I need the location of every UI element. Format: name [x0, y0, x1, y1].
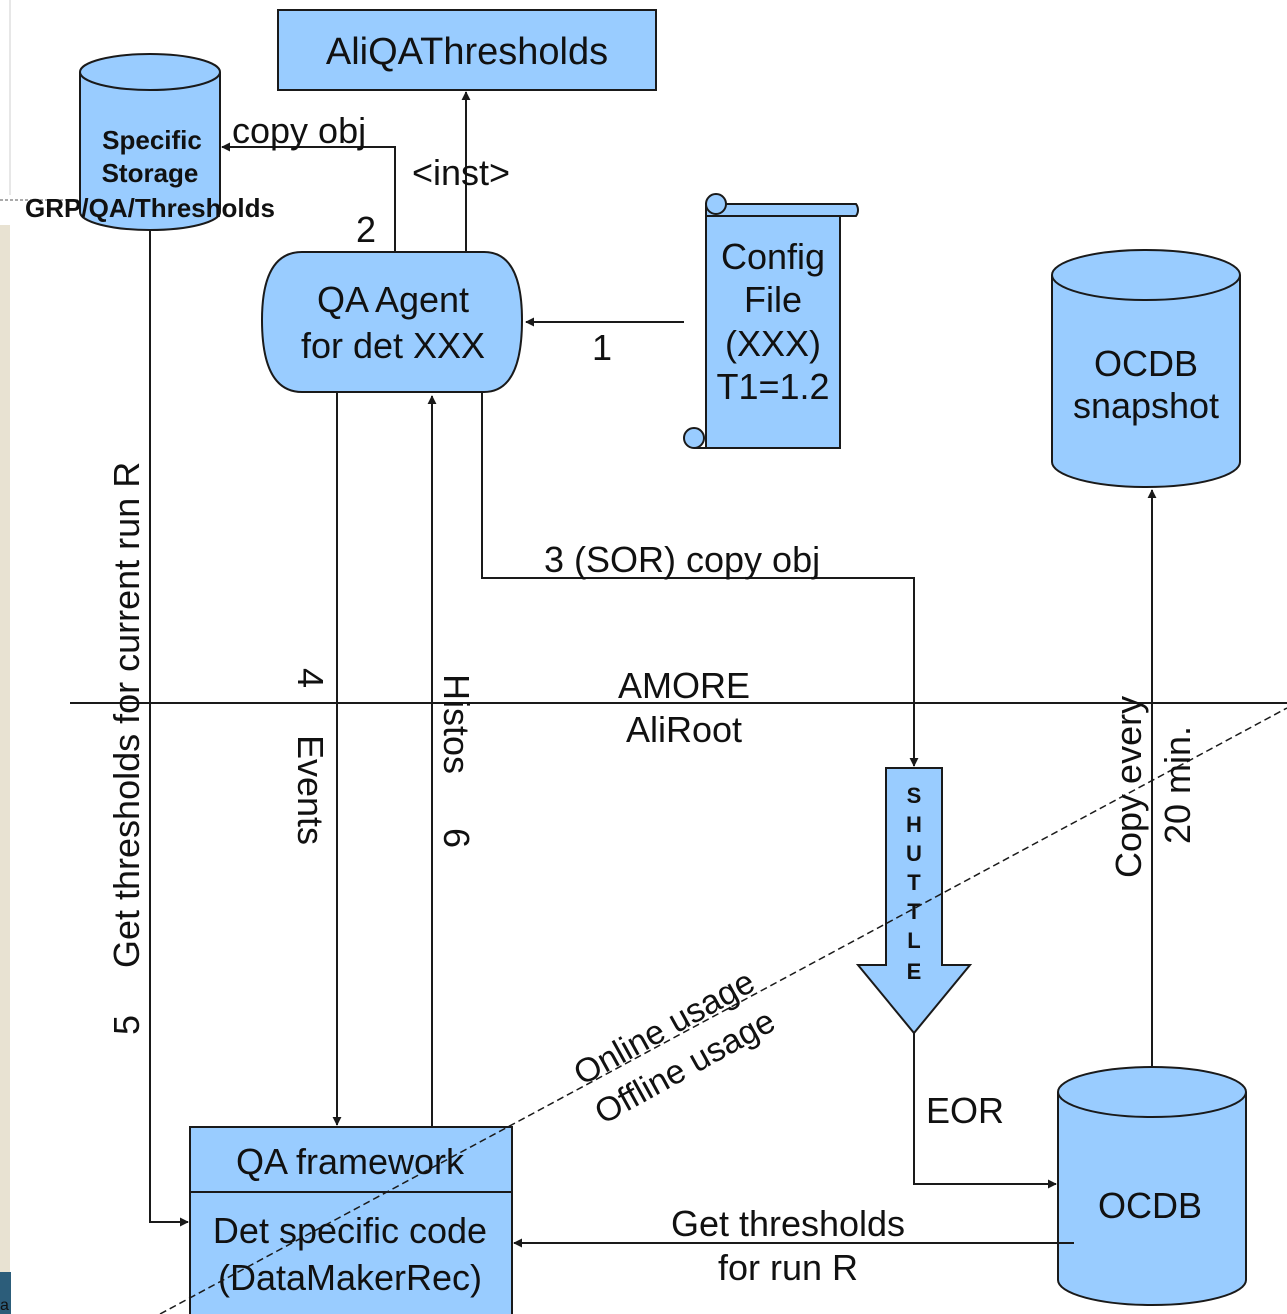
shuttle-letter-l: L: [907, 928, 920, 953]
specific-storage-label-2: Storage: [102, 158, 199, 188]
ali-qa-thresholds-label: AliQAThresholds: [326, 31, 608, 73]
det-specific-code-box: [189, 1191, 513, 1314]
ali-qa-thresholds-box: [277, 9, 657, 91]
shuttle-letter-h: H: [906, 812, 922, 837]
label-get-thresholds-run-2: for run R: [718, 1247, 858, 1288]
label-histos: Histos: [436, 674, 477, 774]
label-events: Events: [290, 735, 331, 845]
arrow-eor: [913, 1033, 1057, 1189]
storage-path-label: GRP/QA/Thresholds: [25, 193, 275, 223]
label-twenty-min: 20 min.: [1157, 726, 1198, 844]
corner-badge: [0, 1272, 11, 1314]
arrow-get-thresholds-current: [149, 230, 189, 1227]
config-file-scroll: [683, 193, 859, 449]
label-get-thresholds-current: Get thresholds for current run R: [106, 462, 147, 968]
label-aliroot: AliRoot: [626, 709, 742, 750]
label-step-5: 5: [106, 1015, 147, 1035]
label-step-2: 2: [356, 209, 376, 250]
ocdb-label: OCDB: [1098, 1185, 1202, 1226]
shuttle-letter-e: E: [907, 959, 922, 984]
config-file-label-2: File: [744, 279, 802, 320]
config-file-label-3: (XXX): [725, 323, 821, 364]
arrow-copy-obj: [221, 142, 396, 252]
qa-agent-box: [260, 251, 524, 393]
label-inst: <inst>: [412, 152, 510, 193]
shuttle-letter-u: U: [906, 841, 922, 866]
online-offline-divider: [159, 707, 1287, 1314]
shuttle-letters: S H U T T L E: [906, 783, 922, 984]
corner-badge-letter: a: [0, 1297, 9, 1314]
det-specific-label-1: Det specific code: [213, 1210, 487, 1251]
config-file-label-4: T1=1.2: [716, 366, 829, 407]
label-eor: EOR: [926, 1090, 1004, 1131]
shuttle-letter-s: S: [907, 783, 922, 808]
ocdb-snapshot-label-1: OCDB: [1094, 343, 1198, 384]
label-step-4: 4: [290, 668, 331, 688]
qa-framework-box: [189, 1126, 513, 1193]
specific-storage-label-1: Specific: [102, 125, 202, 155]
ocdb-snapshot-label-2: snapshot: [1073, 385, 1219, 426]
qa-framework-label: QA framework: [236, 1141, 465, 1182]
det-specific-label-2: (DataMakerRec): [218, 1257, 482, 1298]
shuttle-arrow: [855, 767, 973, 1035]
label-copy-every: Copy every: [1108, 696, 1149, 878]
ocdb-snapshot-cylinder: [1051, 249, 1241, 488]
label-step-1: 1: [592, 327, 612, 368]
arrow-sor-copy: [481, 392, 919, 767]
label-get-thresholds-run-1: Get thresholds: [671, 1203, 905, 1244]
label-amore: AMORE: [618, 665, 750, 706]
left-page-strip: [0, 225, 10, 1275]
shuttle-letter-t2: T: [907, 899, 921, 924]
qa-agent-label-1: QA Agent: [317, 279, 469, 320]
label-sor-copy: 3 (SOR) copy obj: [544, 539, 820, 580]
label-step-6: 6: [436, 828, 477, 848]
specific-storage-cylinder: [79, 53, 221, 231]
qa-agent-label-2: for det XXX: [301, 325, 485, 366]
label-copy-obj: copy obj: [232, 110, 366, 151]
ocdb-cylinder: [1057, 1066, 1247, 1306]
config-file-label-1: Config: [721, 236, 825, 277]
shuttle-letter-t1: T: [907, 870, 921, 895]
